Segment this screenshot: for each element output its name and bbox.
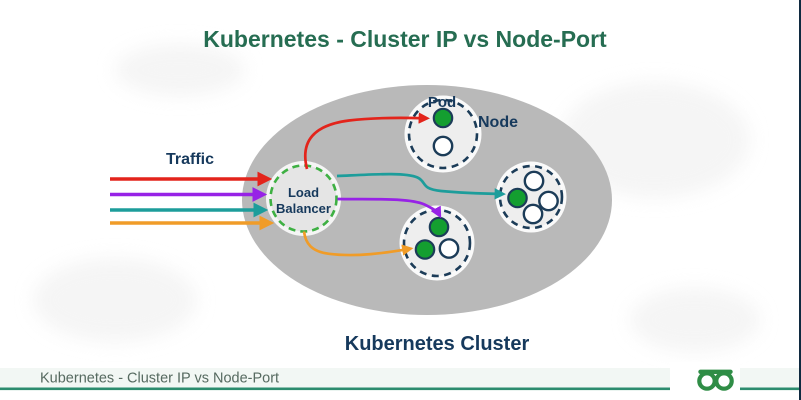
logo-right-loop	[714, 371, 734, 391]
pod-white	[538, 190, 559, 212]
traffic-label: Traffic	[166, 151, 214, 168]
nodes-layer	[399, 95, 567, 281]
flow-arrow-teal	[336, 172, 506, 200]
pod-green	[414, 239, 436, 260]
footer-green-line	[0, 387, 799, 391]
cluster-boundary	[242, 85, 612, 315]
pod-white	[523, 170, 545, 192]
flow-arrow-red	[303, 112, 430, 170]
pod-green	[428, 216, 450, 238]
flow-arrow-purple	[337, 197, 442, 219]
footer-band	[0, 368, 799, 388]
pod-label: Pod	[428, 94, 456, 111]
node-right	[495, 161, 567, 233]
page-title: Kubernetes - Cluster IP vs Node-Port	[203, 26, 607, 52]
node-label: Node	[478, 114, 518, 131]
load-balancer-label-line2: Balancer	[276, 201, 331, 216]
traffic-arrows	[110, 171, 275, 231]
pod-white	[438, 238, 460, 259]
pod-green	[432, 107, 454, 129]
geeksforgeeks-logo	[670, 362, 740, 392]
footer: Kubernetes - Cluster IP vs Node-Port	[0, 362, 799, 392]
pod-white	[522, 203, 544, 225]
pod-green	[507, 187, 528, 209]
load-balancer-circle	[269, 164, 338, 233]
load-balancer-label-line1: Load	[288, 185, 319, 200]
footer-caption: Kubernetes - Cluster IP vs Node-Port	[40, 371, 279, 387]
load-balancer: Load Balancer	[266, 161, 341, 236]
background-smudges	[33, 44, 760, 352]
cluster-label: Kubernetes Cluster	[345, 333, 530, 355]
pod-white	[432, 135, 454, 157]
load-balancer-flows	[302, 112, 506, 257]
node-circle	[498, 164, 564, 230]
node-bottom	[399, 205, 475, 281]
flow-arrow-orange	[302, 231, 414, 257]
